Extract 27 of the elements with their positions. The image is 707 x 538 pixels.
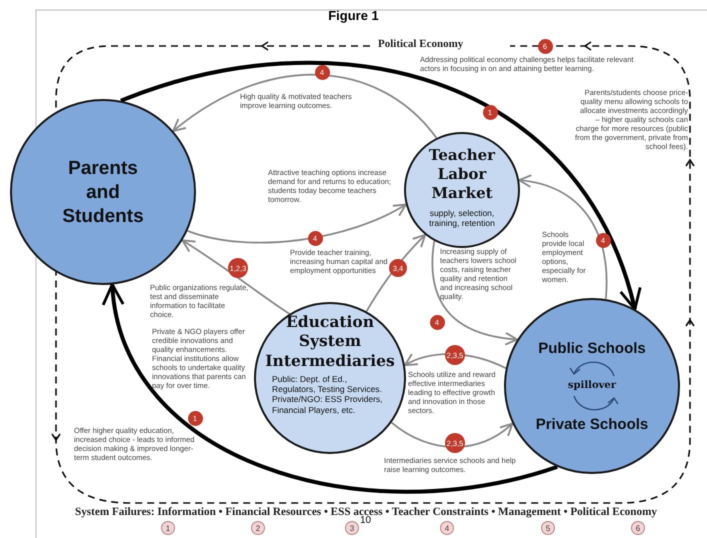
node-title: Private Schools bbox=[534, 416, 650, 435]
figure-title: Figure 1 bbox=[327, 8, 380, 23]
node-description: Public: Dept. of Ed., Regulators, Testing Services. Private/NGO: ESS Providers, Financial Players, etc. bbox=[272, 374, 384, 415]
callout-number: 3 bbox=[345, 521, 359, 535]
arrow bbox=[120, 62, 640, 311]
arrow bbox=[172, 74, 438, 139]
loop-label: Political Economy bbox=[378, 38, 464, 50]
callout-number: 6 bbox=[631, 521, 645, 535]
node-caption: spillover bbox=[566, 380, 618, 392]
callout-number: 1 bbox=[161, 521, 175, 535]
arrow bbox=[518, 175, 608, 300]
arrow bbox=[391, 422, 514, 448]
callout-number: 4 bbox=[440, 521, 454, 535]
node-title: Public Schools bbox=[537, 340, 647, 359]
arrow bbox=[432, 240, 518, 345]
callout-number: 2 bbox=[251, 521, 265, 535]
callout-number: 5 bbox=[541, 521, 555, 535]
node-description: supply, selection, training, retention bbox=[428, 208, 496, 228]
arrow bbox=[182, 239, 290, 315]
node-title: Parents and Students bbox=[61, 157, 145, 228]
node-title: Education System Intermediaries bbox=[264, 312, 396, 370]
page-number: 10 bbox=[360, 515, 372, 527]
arrow bbox=[404, 353, 506, 369]
arrow bbox=[366, 234, 426, 312]
arrow bbox=[187, 204, 407, 244]
arrow bbox=[104, 283, 558, 494]
node-title: Teacher Labor Market bbox=[428, 146, 496, 202]
